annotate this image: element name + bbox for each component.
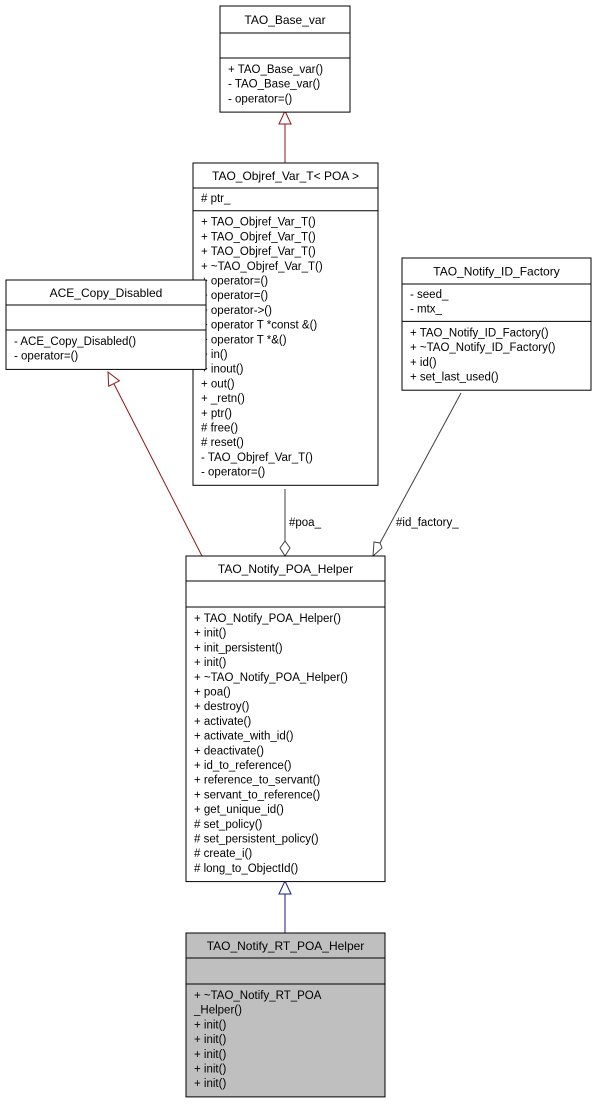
inherit-arrow-copydisabled	[107, 370, 121, 387]
edge-poahelper-to-copydisabled	[113, 383, 203, 557]
class-operation: + deactivate()	[194, 745, 264, 757]
edge-idfactory-aggregation	[379, 392, 462, 544]
class-operation: + activate()	[194, 716, 251, 728]
class-operation: + destroy()	[194, 701, 249, 713]
class-box-frame	[192, 162, 379, 486]
class-operation: # reset()	[201, 437, 244, 449]
class-name: TAO_Notify_ID_Factory	[433, 265, 559, 279]
class-operation: + poa()	[194, 687, 231, 699]
class-name: TAO_Objref_Var_T< POA >	[212, 169, 359, 183]
class-attribute: - seed_	[410, 289, 449, 301]
class-operation: - ACE_Copy_Disabled()	[14, 336, 136, 348]
class-name: TAO_Notify_POA_Helper	[218, 562, 353, 576]
class-operation: - TAO_Objref_Var_T()	[201, 452, 313, 464]
class-operation: - TAO_Base_var()	[228, 79, 320, 91]
class-box-frame	[185, 555, 386, 883]
class-operation: + reference_to_servant()	[194, 775, 320, 787]
class-operation: + inout()	[201, 364, 244, 376]
class-operation: + id_to_reference()	[194, 760, 292, 772]
class-operation: + activate_with_id()	[194, 731, 294, 743]
class-operation: + servant_to_reference()	[194, 789, 320, 801]
class-operation: + TAO_Notify_POA_Helper()	[194, 613, 341, 625]
class-operation: + ~TAO_Notify_RT_POA	[194, 990, 322, 1002]
class-operation: + TAO_Base_var()	[228, 64, 323, 76]
class-name: ACE_Copy_Disabled	[50, 286, 163, 300]
edge-label-poa: #poa_	[289, 517, 322, 529]
aggregation-diamond-idfactory	[372, 541, 383, 558]
class-operation: - operator=()	[201, 467, 265, 479]
class-operation: - operator=()	[14, 351, 78, 363]
class-operation: + operator T *const &()	[201, 320, 317, 332]
class-box-ace-copy-disabled: ACE_Copy_Disabled - ACE_Copy_Disabled() - …	[5, 279, 207, 370]
class-box-tao-objref-var-t: TAO_Objref_Var_T< POA > # ptr_ + TAO_Objre…	[192, 162, 379, 486]
class-operation: + init()	[194, 1049, 226, 1061]
class-operation: + operator=()	[201, 290, 268, 302]
class-operation: + get_unique_id()	[194, 804, 284, 816]
class-attribute: # ptr_	[201, 193, 231, 205]
class-operation: + init()	[194, 1064, 226, 1076]
class-box-frame	[401, 257, 592, 391]
class-operation: + ~TAO_Notify_ID_Factory()	[410, 342, 556, 354]
class-operation: + ~TAO_Notify_POA_Helper()	[194, 672, 348, 684]
class-operation: + id()	[410, 357, 437, 369]
class-operation: + TAO_Notify_ID_Factory()	[410, 327, 549, 339]
class-operation: - operator=()	[228, 93, 292, 105]
class-box-frame	[5, 279, 207, 370]
class-operation: + TAO_Objref_Var_T()	[201, 246, 316, 258]
class-operation: + TAO_Objref_Var_T()	[201, 231, 316, 243]
class-operation: + init_persistent()	[194, 642, 283, 654]
class-operation: + operator=()	[201, 276, 268, 288]
class-operation: + init()	[194, 628, 226, 640]
class-operation: + init()	[194, 1019, 226, 1031]
class-operation: + init()	[194, 1034, 226, 1046]
class-operation: + ptr()	[201, 408, 232, 420]
class-box-frame	[185, 932, 386, 1098]
class-operation: + init()	[194, 1078, 226, 1090]
class-operation: + init()	[194, 657, 226, 669]
aggregation-diamond-poa	[279, 540, 291, 557]
inherit-arrow-poahelper	[278, 879, 292, 895]
class-box-tao-base-var: TAO_Base_var + TAO_Base_var() - TAO_Base_v…	[219, 5, 351, 113]
class-operation: + operator->()	[201, 305, 272, 317]
class-operation: _Helper()	[193, 1005, 242, 1017]
class-name: TAO_Notify_RT_POA_Helper	[207, 939, 365, 953]
class-operation: + TAO_Objref_Var_T()	[201, 217, 316, 229]
class-operation: # free()	[201, 423, 238, 435]
class-operation: # set_policy()	[194, 819, 263, 831]
class-operation: + _retn()	[201, 393, 245, 405]
class-operation: + out()	[201, 378, 235, 390]
class-box-tao-notify-poa-helper: TAO_Notify_POA_Helper + TAO_Notify_POA_He…	[185, 555, 386, 883]
class-operation: # long_to_ObjectId()	[194, 863, 298, 875]
class-operation: + set_last_used()	[410, 372, 499, 384]
class-operation: + in()	[201, 349, 228, 361]
class-operation: # create_i()	[194, 848, 252, 860]
class-box-tao-notify-id-factory: TAO_Notify_ID_Factory - seed_ - mtx_ + TAO_…	[401, 257, 592, 391]
class-name: TAO_Base_var	[244, 13, 325, 27]
class-operation: + ~TAO_Objref_Var_T()	[201, 261, 323, 273]
class-attribute: - mtx_	[410, 304, 443, 316]
class-box-tao-notify-rt-poa-helper: TAO_Notify_RT_POA_Helper + ~TAO_Notify_RT…	[185, 932, 386, 1098]
class-operation: + operator T *&()	[201, 334, 287, 346]
class-operation: # set_persistent_policy()	[194, 834, 319, 846]
inherit-arrow-basevar	[278, 109, 292, 125]
class-box-frame	[219, 5, 351, 113]
edge-label-idfactory: #id_factory_	[396, 517, 459, 529]
